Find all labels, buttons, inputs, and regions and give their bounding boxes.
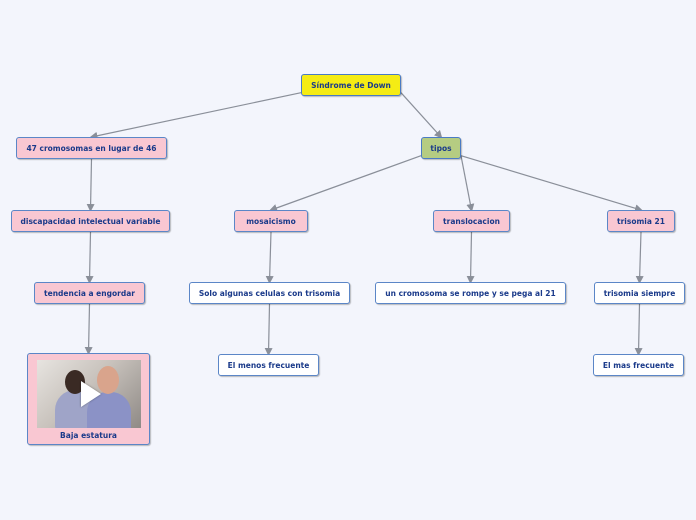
connector-translocacion-to-un_cromosoma bbox=[466, 231, 475, 284]
photo-head-right bbox=[96, 366, 119, 394]
connector-tipos-to-translocacion bbox=[460, 155, 475, 212]
node-tendencia-a-engordar[interactable]: tendencia a engordar bbox=[34, 282, 145, 304]
photo-head-left bbox=[64, 370, 85, 394]
node-translocacion[interactable]: translocacion bbox=[433, 210, 510, 232]
node-solo-algunas-celulas[interactable]: Solo algunas celulas con trisomia bbox=[189, 282, 350, 304]
connector-trisomia21-to-trisomia_siempre bbox=[635, 231, 644, 284]
node-sindrome-de-down[interactable]: Síndrome de Down bbox=[301, 74, 401, 96]
node-baja-estatura[interactable]: Baja estatura bbox=[27, 353, 150, 445]
connector-discapacidad-to-tendencia bbox=[85, 231, 94, 284]
node-trisomia-21[interactable]: trisomia 21 bbox=[607, 210, 675, 232]
connector-mosaicismo-to-solo_algunas bbox=[265, 231, 274, 284]
node-discapacidad-intelectual[interactable]: discapacidad intelectual variable bbox=[11, 210, 170, 232]
node-el-mas-frecuente[interactable]: El mas frecuente bbox=[593, 354, 684, 376]
node-tipos[interactable]: tipos bbox=[421, 137, 461, 159]
connector-tipos-to-mosaicismo bbox=[269, 155, 422, 212]
node-trisomia-siempre[interactable]: trisomia siempre bbox=[594, 282, 685, 304]
connector-trisomia_siempre-to-mas_frecuente bbox=[634, 303, 643, 356]
node-baja-estatura-label: Baja estatura bbox=[60, 431, 117, 440]
connector-solo_algunas-to-menos_frecuente bbox=[264, 303, 273, 356]
node-un-cromosoma-se-rompe[interactable]: un cromosoma se rompe y se pega al 21 bbox=[375, 282, 566, 304]
node-el-menos-frecuente[interactable]: El menos frecuente bbox=[218, 354, 319, 376]
connector-root-to-tipos bbox=[400, 92, 443, 139]
connector-tipos-to-trisomia21 bbox=[460, 155, 643, 213]
node-mosaicismo[interactable]: mosaicismo bbox=[234, 210, 308, 232]
connector-tendencia-to-baja bbox=[84, 303, 93, 355]
video-thumbnail[interactable] bbox=[36, 360, 141, 428]
connector-root-to-cromosomas bbox=[89, 92, 302, 140]
connector-cromosomas-to-discapacidad bbox=[86, 158, 95, 212]
play-icon[interactable] bbox=[80, 381, 101, 407]
node-47-cromosomas[interactable]: 47 cromosomas en lugar de 46 bbox=[16, 137, 167, 159]
